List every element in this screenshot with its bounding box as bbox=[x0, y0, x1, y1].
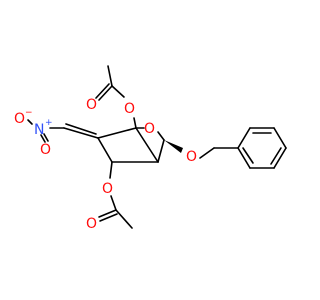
bond-exocyclic-a bbox=[63, 127, 99, 139]
bond-methyl-top bbox=[107, 65, 113, 87]
bond-ph-3 bbox=[273, 127, 287, 149]
bond-ring-upper-left bbox=[97, 127, 137, 139]
atom-nitro-o-charge: − bbox=[25, 108, 33, 118]
atom-ring-o: O bbox=[144, 121, 155, 137]
bond-o-ch2 bbox=[199, 147, 215, 159]
atom-carbonyl-o-bottom: O bbox=[86, 216, 97, 232]
bond-ph-4 bbox=[273, 147, 287, 169]
bond-anomeric-c bbox=[157, 139, 165, 163]
bond-exocyclic-b bbox=[65, 123, 97, 135]
atom-ester-o-bottom: O bbox=[102, 181, 113, 197]
bond-carbonyl-top-a bbox=[98, 85, 113, 101]
bond-ester-carbonyl-bottom bbox=[110, 195, 117, 211]
structure-canvas: O O O O O O O − N + O bbox=[14, 65, 287, 232]
bond-carbonyl-bottom-b bbox=[99, 213, 118, 222]
atom-carbonyl-o-top: O bbox=[86, 97, 97, 113]
bond-ring-ester-bottom bbox=[109, 161, 113, 179]
atom-ester-o-top: O bbox=[124, 101, 135, 117]
bond-methyl-bottom bbox=[115, 209, 133, 229]
atom-nitro-n: N bbox=[34, 122, 44, 138]
bond-ester-ring-top bbox=[133, 117, 137, 129]
bonds bbox=[27, 65, 287, 229]
atom-nitro-o-left: O bbox=[14, 111, 25, 127]
bond-ph-1 bbox=[237, 127, 251, 149]
bond-n-o-bottom-b bbox=[43, 133, 49, 142]
bond-n-o-left bbox=[27, 119, 33, 125]
bond-carbonyl-bottom-a bbox=[98, 209, 117, 218]
atom-labels: O O O O O O O − N + O bbox=[14, 97, 197, 232]
bond-n-o-bottom-a bbox=[40, 134, 46, 143]
bond-ph-inner-2 bbox=[270, 147, 282, 165]
bond-ring-left bbox=[97, 137, 113, 163]
atom-glycosidic-o: O bbox=[186, 149, 197, 165]
bond-carbonyl-top-b bbox=[95, 83, 110, 99]
bond-ringo-anomeric bbox=[157, 131, 165, 141]
bond-wedge-glycosidic bbox=[164, 140, 183, 153]
atom-nitro-n-charge: + bbox=[45, 118, 53, 128]
bond-ph-inner-3 bbox=[242, 147, 254, 164]
bond-ring-bridge bbox=[135, 127, 159, 163]
atom-nitro-o-bottom: O bbox=[40, 142, 51, 158]
molecule-diagram: O O O O O O O − N + O bbox=[14, 65, 287, 232]
bond-carbonyl-ester-top bbox=[111, 85, 125, 98]
bond-ph-6 bbox=[237, 147, 251, 169]
